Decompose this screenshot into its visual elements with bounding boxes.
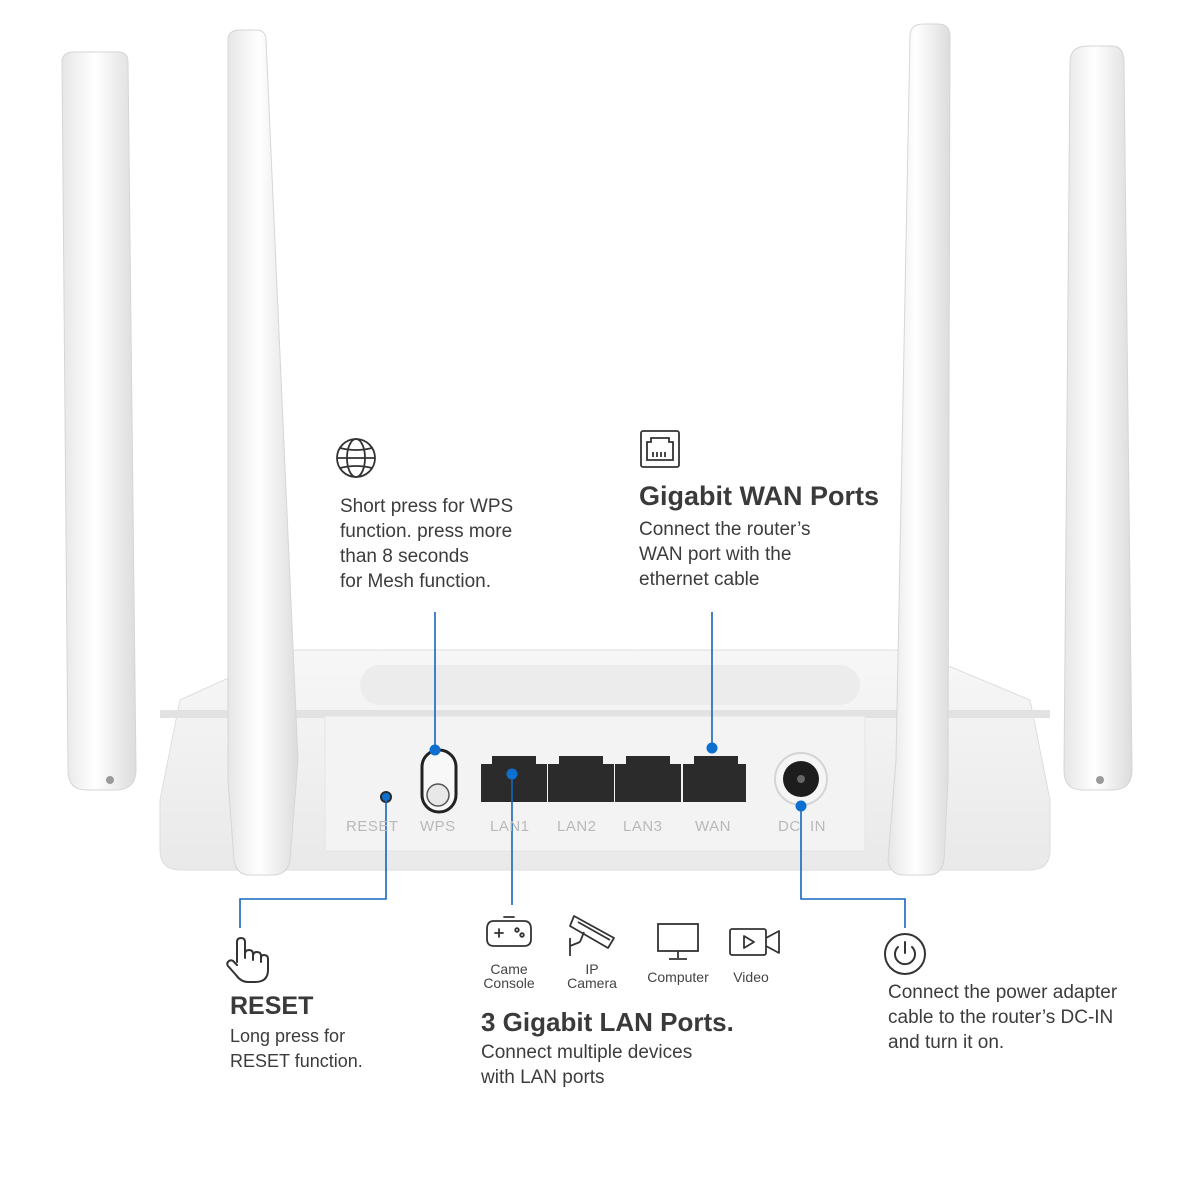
port-label-reset: RESET [346,818,399,835]
antenna-right-front [887,23,951,876]
globe-icon [336,438,376,478]
video-icon [729,928,780,956]
gamepad-icon [486,916,532,947]
reset-title: RESET [230,992,314,1020]
hand-pointer-icon [226,937,269,983]
port-label-dcin: DC IN [778,818,826,835]
lan-title: 3 Gigabit LAN Ports. [481,1007,734,1037]
ethernet-port-icon [640,430,680,468]
lan-description: Connect multiple devices with LAN ports [481,1042,693,1088]
device-label-computer: Computer [647,969,709,985]
port-label-lan2: LAN2 [557,818,597,835]
port-label-wps: WPS [420,818,456,835]
wan-description: Connect the router’s WAN port with the e… [639,519,811,590]
wps-description: Short press for WPS function. press more… [340,496,514,592]
antenna-right-back [1063,45,1133,791]
wan-title: Gigabit WAN Ports [639,481,880,511]
port-label-lan3: LAN3 [623,818,663,835]
power-icon [884,933,926,975]
security-camera-icon [569,915,615,956]
callout-lines [239,612,906,928]
device-label-ip-camera: IP Camera [567,961,617,991]
router-body [159,649,1051,871]
port-label-wan: WAN [695,818,731,835]
power-description: Connect the power adapter cable to the r… [888,982,1118,1053]
port-label-lan1: LAN1 [490,818,530,835]
device-label-video: Video [733,969,769,985]
callout-dots [382,742,807,812]
antenna-left-front [227,29,299,876]
reset-description: Long press for RESET function. [230,1026,363,1071]
device-label-game-console: Came Console [483,961,535,991]
monitor-icon [657,923,699,960]
antenna-left-back [61,51,137,791]
